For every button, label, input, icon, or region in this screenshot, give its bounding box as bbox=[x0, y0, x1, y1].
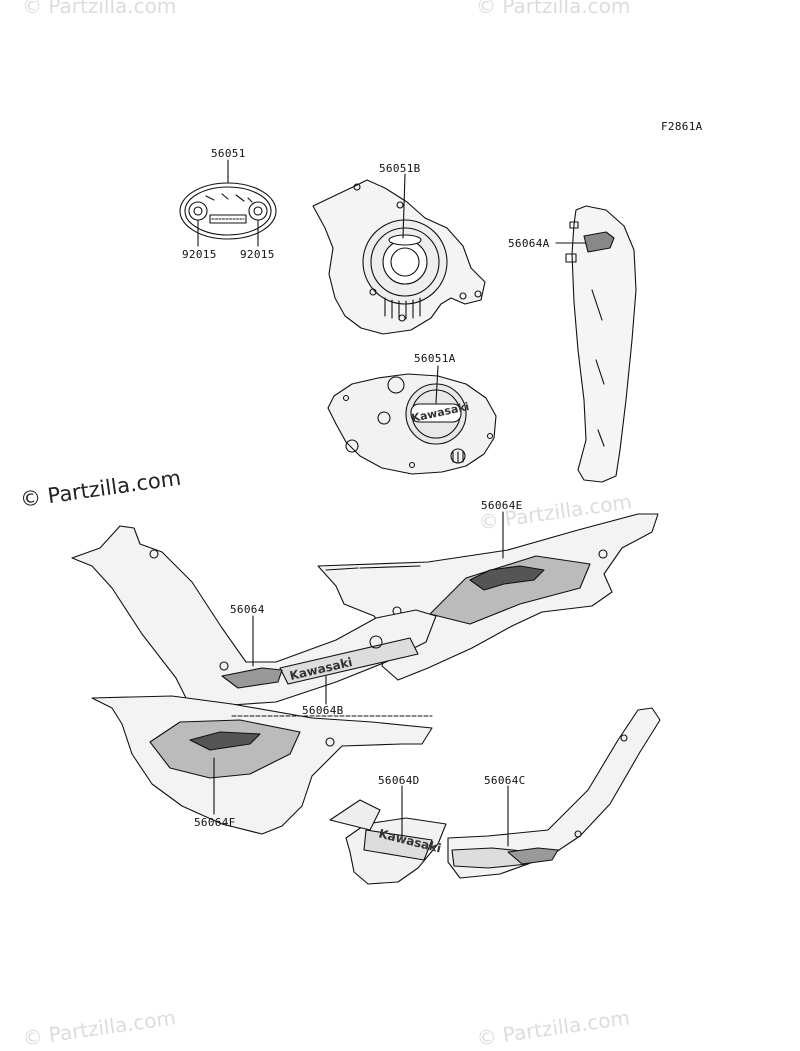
side-cover-left[interactable] bbox=[329, 799, 447, 885]
watermark-top-right: © Partzilla.com bbox=[476, 0, 631, 18]
side-cover-right[interactable] bbox=[447, 707, 661, 879]
frame-left[interactable] bbox=[71, 525, 437, 707]
callout-56064E[interactable]: 56064E bbox=[481, 499, 523, 512]
callout-56064B[interactable]: 56064B bbox=[302, 704, 344, 717]
fork-cover[interactable] bbox=[565, 205, 637, 483]
callout-56064A[interactable]: 56064A bbox=[508, 237, 550, 250]
callout-56051A[interactable]: 56051A bbox=[414, 352, 456, 365]
callout-92015-right[interactable]: 92015 bbox=[240, 248, 275, 261]
emblem-56051[interactable] bbox=[179, 182, 277, 240]
leader-56051A bbox=[435, 365, 439, 404]
callout-56064D[interactable]: 56064D bbox=[378, 774, 420, 787]
callout-56064[interactable]: 56064 bbox=[230, 603, 265, 616]
shroud-lower[interactable] bbox=[91, 695, 433, 835]
generator-cover[interactable] bbox=[312, 179, 486, 335]
callout-92015-left[interactable]: 92015 bbox=[182, 248, 217, 261]
callout-56051[interactable]: 56051 bbox=[211, 147, 246, 160]
callout-56064C[interactable]: 56064C bbox=[484, 774, 526, 787]
watermark-top-left: © Partzilla.com bbox=[22, 0, 177, 18]
callout-56064F[interactable]: 56064F bbox=[194, 816, 236, 829]
clutch-cover[interactable] bbox=[327, 373, 497, 475]
leader-56051B bbox=[402, 173, 406, 239]
callout-56051B[interactable]: 56051B bbox=[379, 162, 421, 175]
figure-code: F2861A bbox=[661, 120, 703, 133]
